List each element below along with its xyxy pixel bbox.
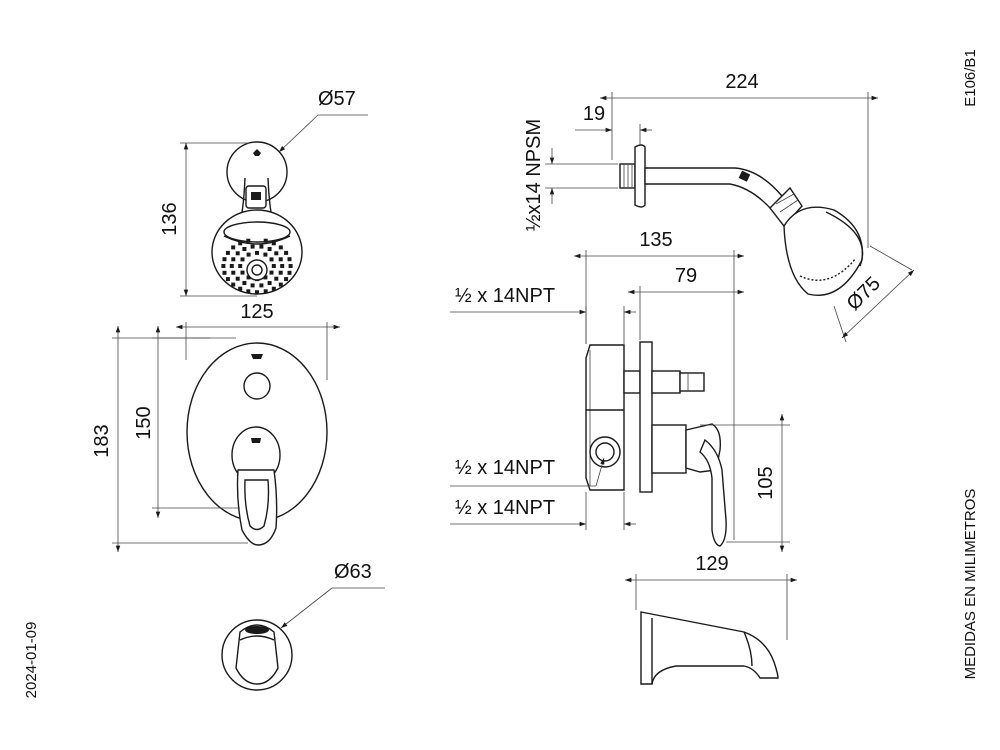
nozzle [255,250,259,255]
units-note: MEDIDAS EN MILIMETROS [962,489,979,680]
nozzle [222,257,227,262]
nozzle [271,286,276,291]
nozzle [231,270,236,275]
nozzle [225,250,230,255]
dimension-arm-thread: ½x14 NPSM [523,119,618,231]
nozzle [259,244,264,249]
nozzle [242,247,247,251]
nozzle [280,264,285,268]
label-arm-thread: ½x14 NPSM [523,119,545,231]
nozzle [263,289,268,294]
label-thread-top: ½ x 14NPT [455,285,555,307]
spout-side-view [640,611,779,685]
nozzle [284,250,289,255]
nozzle [287,257,292,262]
dimension-arm-flange-offset: 19 [575,103,652,146]
nozzle [250,244,255,249]
label-arm-length: 224 [725,71,758,93]
nozzle [263,275,268,280]
label-showerhead-height: 136 [159,202,181,235]
nozzle [242,281,247,285]
drawing-date: 2024-01-09 [23,622,40,699]
nozzle [263,238,268,243]
nozzle [274,251,279,256]
nozzle [238,286,243,291]
label-handle-height: 105 [755,466,777,499]
dimension-thread-top: ½ x 14NPT [450,285,636,344]
nozzle [267,281,272,285]
dimension-thread-bottom: ½ x 14NPT [450,492,636,530]
nozzle [246,289,251,294]
nozzle [231,245,236,250]
nozzle [271,264,276,268]
nozzle [255,290,259,295]
shower-arm-side-view [619,144,864,296]
nozzle [274,276,279,281]
dimension-handle-height: 105 [700,414,790,552]
nozzle [235,276,240,281]
nozzle [229,264,234,268]
nozzle [222,270,227,275]
dimension-showerhead-height: 136 [159,142,257,297]
nozzle [278,282,283,287]
nozzle [269,270,274,275]
label-valve-depth-plate: 79 [675,265,697,287]
nozzle [287,270,292,275]
nozzle [221,264,226,268]
nozzle [263,252,268,257]
nozzle [271,241,276,246]
nozzle [231,257,236,262]
dimension-plate-width: 125 [176,301,340,380]
dimension-valve-depth-total: 135 [574,229,744,540]
nozzle [240,270,245,275]
label-valve-depth-total: 135 [639,229,672,251]
valve-body-side-view [585,341,727,547]
nozzle [269,257,274,262]
drawing-code: E106/B1 [962,49,979,107]
nozzle [278,270,283,275]
dimension-arm-length: 224 [600,71,878,248]
label-arm-flange-offset: 19 [583,103,605,125]
label-thread-bottom: ½ x 14NPT [455,497,555,519]
dimension-spout-diameter: Ø63 [280,561,385,629]
nozzle [231,282,236,287]
nozzle [238,241,243,246]
label-plate-height-total: 183 [91,424,113,457]
label-plate-width: 125 [240,301,273,323]
nozzle [246,252,251,257]
dimension-showerhead-front-diameter: Ø57 [278,88,368,153]
label-spout-diameter: Ø63 [334,561,372,583]
label-plate-height-inner: 150 [133,406,155,439]
label-thread-middle: ½ x 14NPT [455,457,555,479]
nozzle [288,264,293,268]
label-spout-length: 129 [695,553,728,575]
nozzle [278,257,283,262]
control-plate-front-view [186,342,328,546]
dimension-plate-height-total: 183 [91,326,248,552]
label-showerhead-front-diameter: Ø57 [318,88,356,110]
dimension-plate-height-inner: 150 [133,326,240,518]
nozzle [240,257,245,262]
nozzle [225,277,230,282]
nozzle [246,238,251,243]
nozzle [278,245,283,250]
nozzle [284,277,289,282]
dimension-valve-depth-plate: 79 [628,265,744,340]
showerhead-front-view [211,141,303,295]
nozzle [235,251,240,256]
nozzle [238,264,243,268]
nozzle [267,247,272,251]
dimension-spout-length: 129 [625,553,797,640]
nozzle [259,283,264,288]
spout-front-view [221,619,293,691]
dimension-thread-middle: ½ x 14NPT [450,457,605,487]
nozzle [250,283,255,288]
nozzle [246,275,251,280]
showerhead-nozzles [221,238,293,295]
